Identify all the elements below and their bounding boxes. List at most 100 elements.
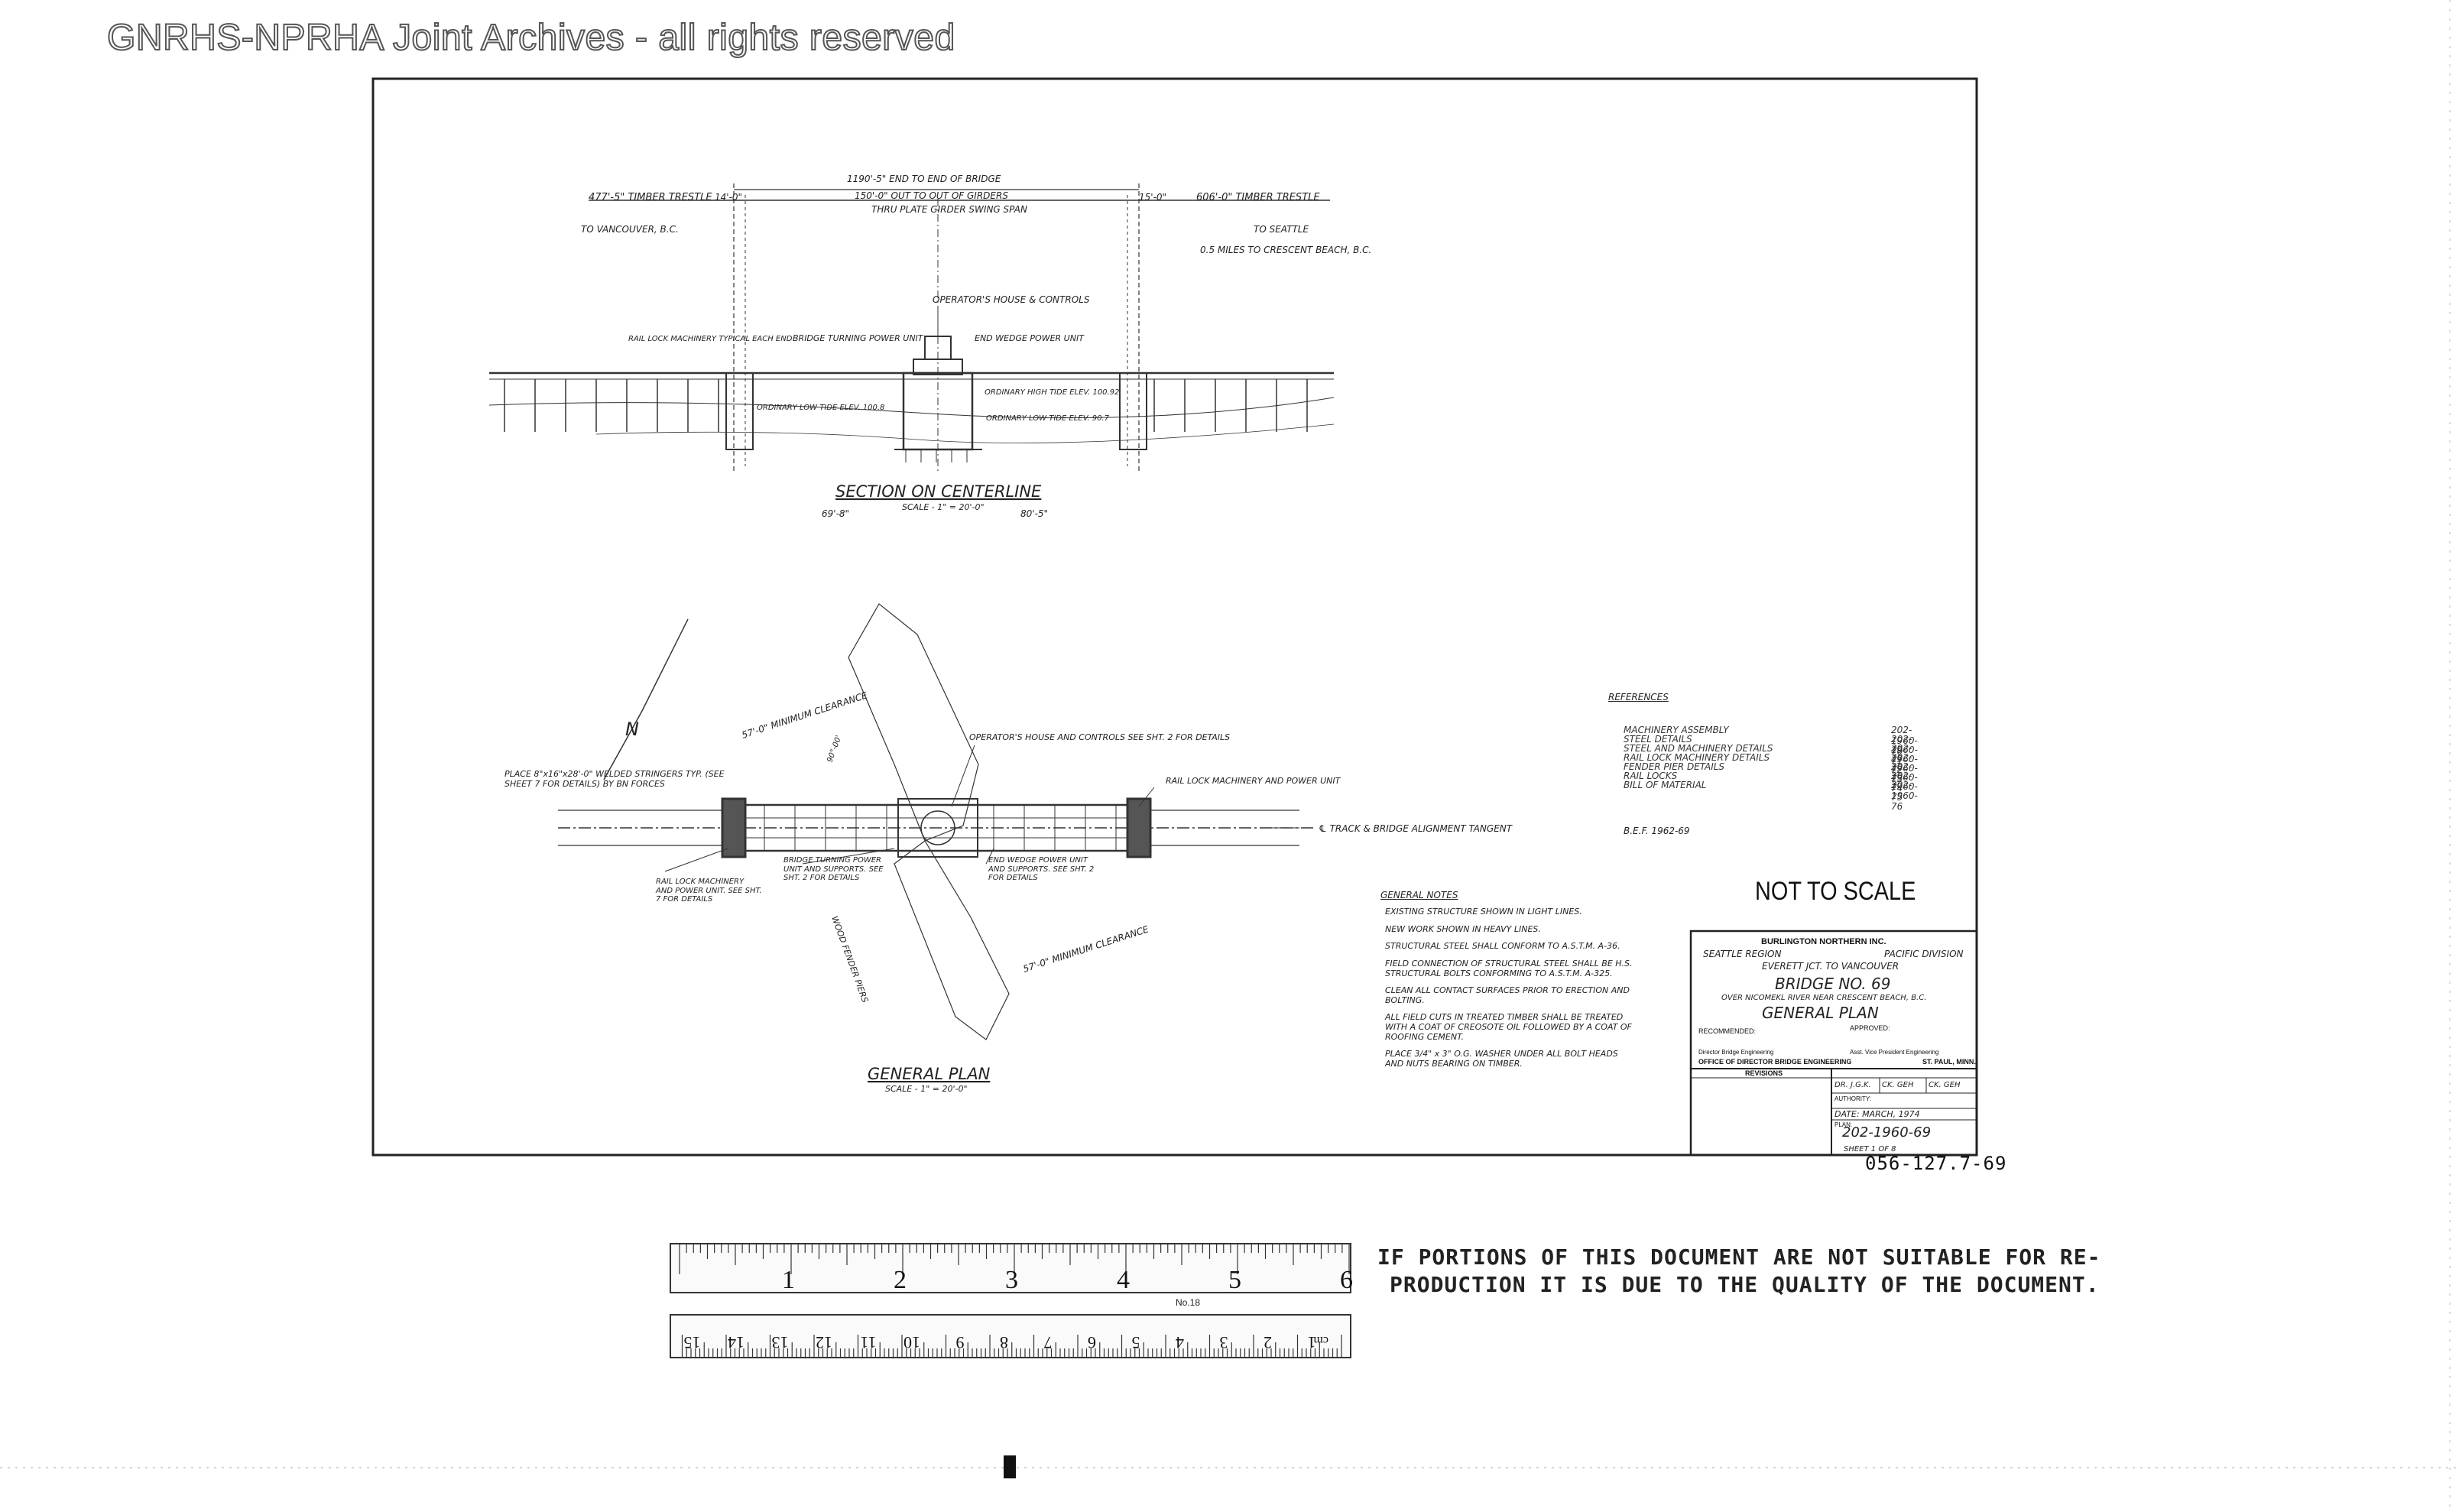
- quality-notice-line2: PRODUCTION IT IS DUE TO THE QUALITY OF T…: [1390, 1272, 2100, 1297]
- reference-number: 202-1960-73: [1891, 752, 1918, 784]
- inch-label: 1: [782, 1266, 795, 1294]
- reference-number: 202-1960-72: [1891, 743, 1918, 775]
- trestle-right-text: 606'-0" TIMBER TRESTLE: [1196, 192, 1320, 203]
- section-title: SECTION ON CENTERLINE: [835, 482, 1042, 501]
- cm-label: 1: [1308, 1333, 1316, 1352]
- tb-sheet: SHEET 1 OF 8: [1844, 1145, 1896, 1153]
- half-right-text: 80'-5": [1020, 508, 1048, 519]
- document-number: 056-127.7-69: [1865, 1153, 2007, 1174]
- operators-house-text: OPERATOR'S HOUSE & CONTROLS: [933, 294, 1090, 305]
- dim-right-text: 15'-0": [1139, 192, 1166, 203]
- general-note: NEW WORK SHOWN IN HEAVY LINES.: [1385, 923, 1541, 934]
- inch-label: 3: [1005, 1266, 1018, 1294]
- tb-recommended: RECOMMENDED:: [1698, 1027, 1757, 1035]
- reference-number: 202-1960-71: [1891, 734, 1918, 766]
- north-label: N: [625, 719, 639, 740]
- wedge-unit-note: END WEDGE POWER UNIT AND SUPPORTS. SEE S…: [988, 856, 1095, 882]
- ref-file: B.E.F. 1962-69: [1624, 826, 1690, 836]
- inch-label: 6: [1340, 1266, 1353, 1294]
- cm-label: 9: [956, 1333, 965, 1352]
- reference-row: BILL OF MATERIAL 202-1960-76: [1624, 780, 1918, 812]
- cm-label: 12: [816, 1333, 832, 1352]
- half-left-text: 69'-8": [822, 508, 849, 519]
- reference-name: RAIL LOCKS: [1624, 771, 1678, 781]
- registration-mark: [1004, 1455, 1016, 1478]
- tb-rec-title: Director Bridge Engineering: [1698, 1049, 1774, 1056]
- quality-notice-line1: IF PORTIONS OF THIS DOCUMENT ARE NOT SUI…: [1377, 1244, 2101, 1270]
- tb-revisions: REVISIONS: [1745, 1069, 1783, 1077]
- tb-approved: APPROVED:: [1850, 1024, 1890, 1032]
- tb-bridge: BRIDGE NO. 69: [1775, 975, 1891, 993]
- trestle-left-text: 477'-5" TIMBER TRESTLE: [589, 192, 712, 203]
- cm-label: 8: [1000, 1333, 1008, 1352]
- op-house-plan-text: OPERATOR'S HOUSE AND CONTROLS SEE SHT. 2…: [969, 732, 1230, 742]
- tb-line: EVERETT JCT. TO VANCOUVER: [1762, 961, 1899, 972]
- tb-date: DATE: MARCH, 1974: [1835, 1109, 1920, 1119]
- fender-text: WOOD FENDER PIERS: [829, 915, 870, 1004]
- general-note: EXISTING STRUCTURE SHOWN IN LIGHT LINES.: [1385, 907, 1582, 917]
- span-overall-text: 1190'-5" END TO END OF BRIDGE: [847, 174, 1001, 184]
- rail-lock-section-text: RAIL LOCK MACHINERY TYPICAL EACH END: [628, 335, 793, 343]
- to-seattle-text: TO SEATTLE: [1254, 224, 1309, 235]
- reference-row: RAIL LOCKS 202-1960-75: [1624, 771, 1918, 803]
- tb-office: OFFICE OF DIRECTOR BRIDGE ENGINEERING: [1698, 1058, 1852, 1066]
- reference-number: 202-1960-76: [1891, 780, 1918, 812]
- clearance-top-text: 57'-0" MINIMUM CLEARANCE: [741, 689, 869, 741]
- reference-row: STEEL AND MACHINERY DETAILS 202-1960-72: [1624, 743, 1918, 775]
- tb-city: ST. PAUL, MINN.: [1922, 1058, 1976, 1066]
- inch-label: 2: [894, 1266, 907, 1294]
- plan-view: [558, 603, 1315, 1040]
- to-vancouver-text: TO VANCOUVER, B.C.: [581, 224, 679, 235]
- reference-number: 202-1960-70: [1891, 725, 1918, 757]
- ordinary-high-text: ORDINARY HIGH TIDE ELEV. 100.92: [985, 388, 1119, 397]
- reference-name: STEEL DETAILS: [1624, 734, 1692, 745]
- cm-label: 11: [860, 1333, 876, 1352]
- reference-row: STEEL DETAILS 202-1960-71: [1624, 734, 1918, 766]
- cm-label: 4: [1176, 1333, 1184, 1352]
- inch-label: 4: [1117, 1266, 1130, 1294]
- reference-name: STEEL AND MACHINERY DETAILS: [1624, 743, 1773, 754]
- tb-app-title: Asst. Vice President Engineering: [1850, 1049, 1939, 1056]
- reference-row: MACHINERY ASSEMBLY 202-1960-70: [1624, 725, 1918, 757]
- reference-name: MACHINERY ASSEMBLY: [1624, 725, 1729, 735]
- tb-division: PACIFIC DIVISION: [1884, 949, 1964, 959]
- end-wedge-text: END WEDGE POWER UNIT: [975, 333, 1085, 343]
- general-notes-list: EXISTING STRUCTURE SHOWN IN LIGHT LINES.…: [1385, 907, 1637, 1077]
- cm-unit-label: cm: [1313, 1334, 1328, 1347]
- cm-label: 2: [1264, 1333, 1272, 1352]
- turning-unit-note: BRIDGE TURNING POWER UNIT AND SUPPORTS. …: [783, 856, 884, 882]
- rail-lock-right-text: RAIL LOCK MACHINERY AND POWER UNIT: [1166, 776, 1341, 786]
- general-note: STRUCTURAL STEEL SHALL CONFORM TO A.S.T.…: [1385, 941, 1620, 952]
- general-note: ALL FIELD CUTS IN TREATED TIMBER SHALL B…: [1385, 1012, 1632, 1042]
- tb-region: SEATTLE REGION: [1703, 949, 1782, 959]
- reference-name: BILL OF MATERIAL: [1624, 780, 1707, 790]
- tb-sheet-title: GENERAL PLAN: [1762, 1004, 1879, 1022]
- turning-unit-text: BRIDGE TURNING POWER UNIT: [793, 333, 924, 343]
- section-view: [488, 183, 1335, 474]
- angle-text: 90°-00': [826, 735, 843, 764]
- title-block-frame: [1689, 930, 1978, 1157]
- place-stringers-note: PLACE 8"x16"x28'-0" WELDED STRINGERS TYP…: [504, 769, 725, 789]
- references-title: REFERENCES: [1608, 692, 1669, 702]
- reference-number: 202-1960-75: [1891, 771, 1918, 803]
- general-note: PLACE 3/4" x 3" O.G. WASHER UNDER ALL BO…: [1385, 1049, 1618, 1069]
- archive-watermark: GNRHS-NPRHA Joint Archives - all rights …: [106, 17, 955, 59]
- reference-name: FENDER PIER DETAILS: [1624, 761, 1725, 772]
- tb-plan-label: PLAN:: [1835, 1121, 1853, 1128]
- general-notes-title: GENERAL NOTES: [1380, 890, 1458, 900]
- track-alignment-text: ℄ TRACK & BRIDGE ALIGNMENT TANGENT: [1319, 823, 1513, 834]
- tb-location: OVER NICOMEKL RIVER NEAR CRESCENT BEACH,…: [1721, 994, 1927, 1002]
- cm-label: 14: [728, 1333, 745, 1352]
- span-type-text: THRU PLATE GIRDER SWING SPAN: [871, 204, 1027, 215]
- cm-label: 7: [1044, 1333, 1053, 1352]
- span-girder-text: 150'-0" OUT TO OUT OF GIRDERS: [855, 190, 1008, 201]
- tb-authority: AUTHORITY:: [1835, 1095, 1872, 1102]
- inch-label: 5: [1228, 1266, 1241, 1294]
- cm-label: 5: [1132, 1333, 1140, 1352]
- cm-label: 10: [903, 1333, 920, 1352]
- tb-checked2: CK. GEH: [1929, 1081, 1961, 1089]
- tb-company: BURLINGTON NORTHERN INC.: [1761, 937, 1886, 946]
- plan-title: GENERAL PLAN: [868, 1065, 991, 1083]
